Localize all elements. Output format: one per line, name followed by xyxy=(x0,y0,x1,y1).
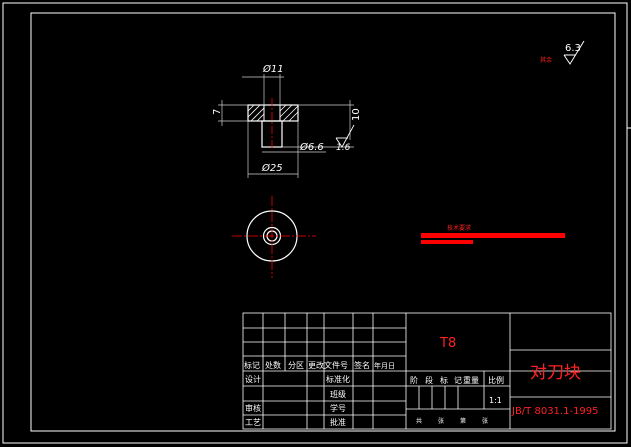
roughness-other-label: 其余 xyxy=(540,56,552,64)
role-approve: 批准 xyxy=(330,417,346,427)
header-cell: 年月日 xyxy=(374,361,395,370)
header-cell: 签名 xyxy=(354,360,370,370)
inner-frame xyxy=(30,12,616,432)
top-view xyxy=(232,196,316,278)
stage-header: 记 xyxy=(454,376,462,385)
material-text: T8 xyxy=(439,336,456,351)
roughness-other-symbol xyxy=(563,40,585,65)
role-class: 班级 xyxy=(330,389,346,399)
standard-number: JB/T 8031.1-1995 xyxy=(511,406,599,417)
front-view: Ø11 7 10 1.6 Ø6.6 Ø25 xyxy=(212,63,362,178)
tech-req-line-1 xyxy=(421,233,565,238)
stage-header: 段 xyxy=(425,375,433,385)
roughness-part-value: 1.6 xyxy=(336,143,351,153)
header-cell: 分区 xyxy=(288,361,304,370)
sheet-label: 第 xyxy=(460,417,466,425)
dim-dia-mid: Ø6.6 xyxy=(299,141,324,153)
stage-header: 标 xyxy=(440,375,448,385)
hatch-right xyxy=(279,104,299,122)
sheet-label: 张 xyxy=(482,417,488,425)
dim-height-left: 7 xyxy=(212,109,223,115)
sheet-label: 张 xyxy=(438,417,444,425)
title-block xyxy=(242,312,612,430)
stage-header: 阶 xyxy=(410,375,418,385)
dim-dia-top: Ø11 xyxy=(262,63,284,75)
role-standard: 标准化 xyxy=(326,374,350,384)
tech-req-label: 技术要求 xyxy=(447,224,471,232)
hatch-left xyxy=(247,104,265,122)
role-design: 设计 xyxy=(245,374,261,384)
dim-height-right: 10 xyxy=(351,108,362,121)
stage-header: 比例 xyxy=(488,375,504,385)
roughness-part-symbol xyxy=(335,124,355,148)
roughness-other: 其余 6.3 xyxy=(540,40,585,65)
stage-header: 重量 xyxy=(463,375,479,385)
header-cell: 更改文件号 xyxy=(308,360,348,370)
roughness-other-value: 6.3 xyxy=(565,43,581,54)
header-cell: 标记 xyxy=(244,360,260,370)
role-process: 工艺 xyxy=(245,418,261,427)
header-cell: 处数 xyxy=(265,360,281,370)
role-student-id: 学号 xyxy=(330,403,346,413)
tech-requirements: 技术要求 xyxy=(421,224,565,244)
scale-value: 1:1 xyxy=(489,396,502,405)
part-name: 对刀块 xyxy=(530,363,581,383)
dim-dia-bottom: Ø25 xyxy=(261,162,283,174)
sheet-label: 共 xyxy=(416,417,422,425)
role-review: 审核 xyxy=(245,403,261,413)
tech-req-line-2 xyxy=(421,240,473,244)
